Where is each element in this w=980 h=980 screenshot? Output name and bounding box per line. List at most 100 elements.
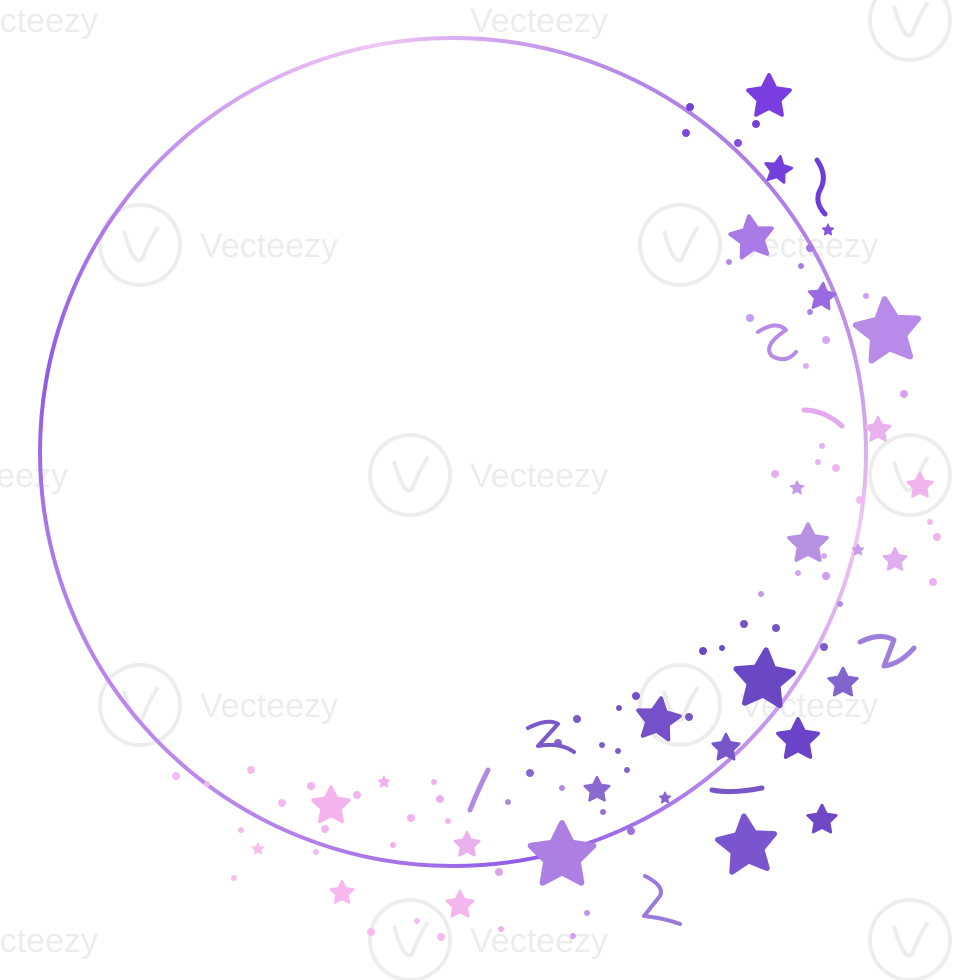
star-icon	[852, 296, 922, 364]
ribbon-streamer-icon	[467, 767, 491, 813]
watermark-text: Vecteezy	[470, 922, 608, 960]
confetti-dot-icon	[772, 624, 780, 632]
star-icon	[864, 415, 892, 442]
ribbon-streamer-icon	[756, 323, 798, 362]
confetti-dot-icon	[445, 818, 451, 824]
star-icon	[789, 480, 805, 495]
vecteezy-v-logo-icon	[98, 663, 182, 747]
watermark-text: Vecteezy	[0, 457, 68, 495]
ribbon-streamer-icon	[801, 407, 845, 429]
confetti-dot-icon	[822, 572, 830, 580]
star-icon	[453, 830, 481, 857]
confetti-dot-icon	[820, 643, 828, 651]
watermark-text: Vecteezy	[0, 922, 98, 960]
confetti-dot-icon	[806, 244, 814, 252]
confetti-decorations	[172, 73, 941, 941]
confetti-dot-icon	[933, 533, 941, 541]
confetti-dot-icon	[719, 645, 725, 651]
star-icon	[728, 214, 774, 260]
star-icon	[906, 471, 934, 498]
confetti-dot-icon	[436, 795, 444, 803]
confetti-dot-icon	[734, 139, 742, 147]
confetti-dot-icon	[798, 263, 804, 269]
confetti-dot-icon	[615, 748, 621, 754]
confetti-dot-icon	[863, 293, 869, 299]
star-icon	[636, 696, 682, 742]
confetti-dot-icon	[856, 496, 864, 504]
confetti-dot-icon	[821, 553, 827, 559]
watermark-text: Vecteezy	[470, 457, 608, 495]
confetti-dot-icon	[795, 570, 801, 576]
vecteezy-v-logo-icon	[368, 433, 452, 517]
confetti-dot-icon	[632, 692, 640, 700]
confetti-dot-icon	[627, 827, 635, 835]
watermark-text: Vecteezy	[200, 687, 338, 725]
confetti-dot-icon	[570, 933, 576, 939]
watermark-text: Vecteezy	[0, 2, 98, 40]
confetti-dot-icon	[699, 647, 707, 655]
watermark-text: Vecteezy	[470, 2, 608, 40]
confetti-dot-icon	[231, 875, 237, 881]
star-icon	[851, 543, 865, 556]
star-icon	[583, 775, 611, 802]
star-icon	[764, 154, 794, 184]
star-icon	[527, 820, 597, 886]
star-icon	[311, 785, 351, 824]
star-icon	[806, 803, 838, 834]
confetti-dot-icon	[929, 578, 937, 586]
star-icon	[821, 223, 835, 236]
confetti-dot-icon	[600, 809, 606, 815]
confetti-dot-icon	[505, 799, 511, 805]
star-icon	[658, 791, 672, 804]
confetti-dot-icon	[758, 591, 764, 597]
ribbon-streamer-icon	[857, 634, 917, 669]
confetti-dot-icon	[900, 390, 908, 398]
confetti-dot-icon	[204, 781, 210, 787]
confetti-dot-icon	[822, 336, 830, 344]
confetti-dot-icon	[321, 825, 329, 833]
circle-frame-icon	[38, 36, 868, 868]
confetti-dot-icon	[238, 827, 244, 833]
confetti-dot-icon	[559, 785, 565, 791]
star-icon	[715, 813, 778, 875]
confetti-dot-icon	[832, 464, 840, 472]
confetti-dot-icon	[407, 814, 415, 822]
ribbon-streamer-icon	[642, 874, 682, 926]
star-icon	[882, 546, 908, 571]
ribbon-streamer-icon	[814, 157, 828, 217]
confetti-dot-icon	[819, 443, 825, 449]
confetti-dot-icon	[599, 742, 605, 748]
confetti-dot-icon	[278, 799, 286, 807]
star-icon	[746, 73, 792, 117]
confetti-dot-icon	[815, 459, 821, 465]
vecteezy-v-logo-icon	[638, 663, 722, 747]
confetti-dot-icon	[431, 779, 437, 785]
confetti-dot-icon	[584, 910, 590, 916]
confetti-dot-icon	[367, 928, 375, 936]
star-icon	[776, 717, 820, 759]
confetti-dot-icon	[172, 772, 180, 780]
confetti-dot-icon	[752, 120, 760, 128]
star-icon	[827, 666, 859, 697]
confetti-dot-icon	[740, 620, 748, 628]
confetti-dot-icon	[803, 363, 809, 369]
confetti-dot-icon	[247, 766, 255, 774]
confetti-dot-icon	[526, 769, 534, 777]
confetti-dot-icon	[746, 314, 754, 322]
vecteezy-v-logo-icon	[868, 433, 952, 517]
ribbon-streamer-icon	[526, 719, 576, 754]
confetti-dot-icon	[313, 849, 319, 855]
confetti-dot-icon	[682, 129, 690, 137]
confetti-dot-icon	[390, 842, 396, 848]
watermark-text: Vecteezy	[200, 227, 338, 265]
watermark-layer: VecteezyVecteezyVecteezyVecteezyVecteezy…	[0, 0, 952, 980]
star-icon	[807, 281, 837, 311]
confetti-dot-icon	[807, 309, 813, 315]
confetti-dot-icon	[414, 918, 420, 924]
confetti-dot-icon	[624, 767, 630, 773]
vecteezy-v-logo-icon	[868, 898, 952, 980]
confetti-dot-icon	[307, 782, 315, 790]
confetti-dot-icon	[771, 470, 779, 478]
confetti-dot-icon	[837, 601, 843, 607]
